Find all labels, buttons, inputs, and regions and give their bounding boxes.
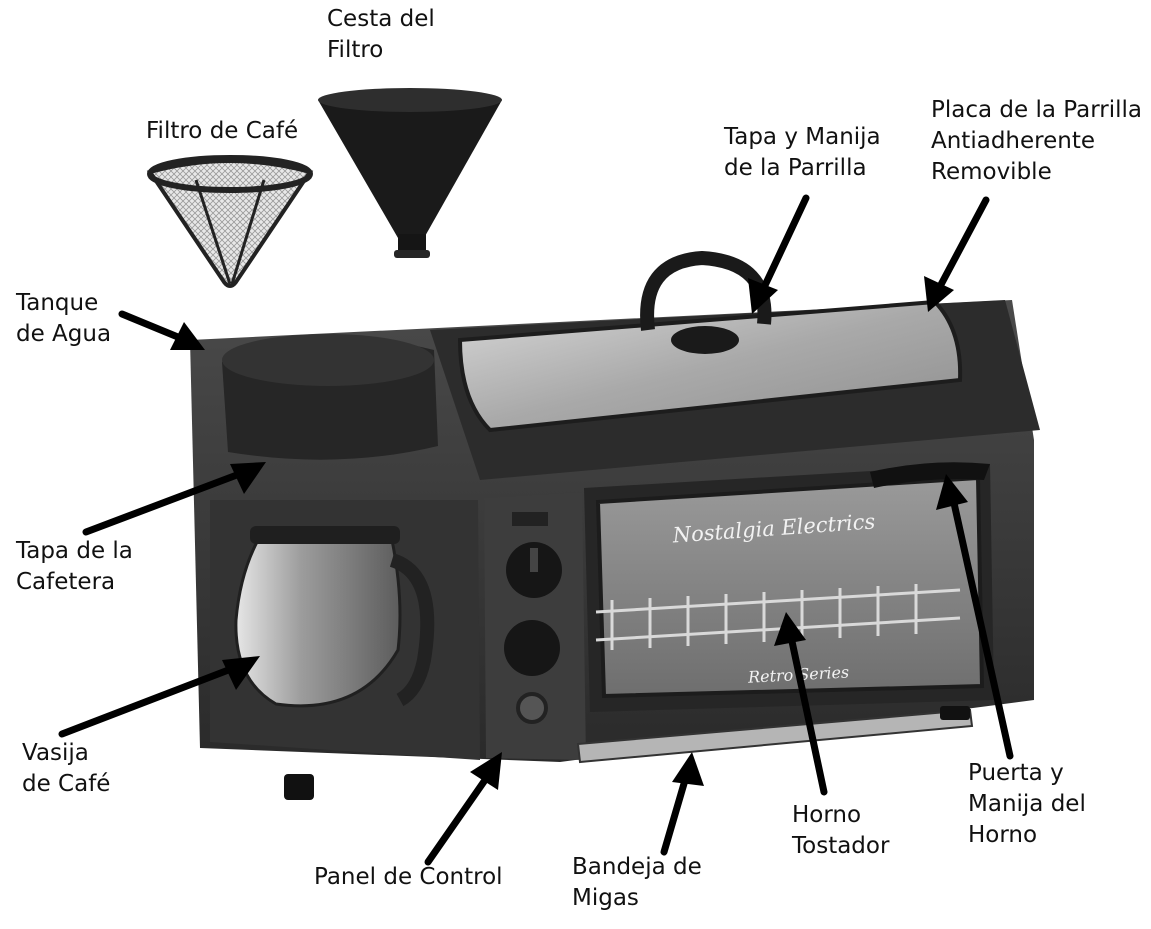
label-line: Horno (792, 802, 862, 828)
label-tanque-agua: Tanque de Agua (16, 288, 111, 350)
label-placa-parrilla: Placa de la Parrilla Antiadherente Remov… (931, 95, 1142, 188)
label-line: Tostador (792, 833, 890, 859)
label-line: Migas (572, 885, 639, 911)
arrow-bandeja-migas (660, 752, 704, 856)
label-line: Horno (968, 822, 1038, 848)
coffee-filter (146, 155, 314, 288)
label-line: Removible (931, 159, 1052, 185)
label-line: de Agua (16, 321, 112, 347)
label-filtro-cafe: Filtro de Café (146, 116, 298, 147)
label-vasija-cafe: Vasija de Café (22, 738, 110, 800)
label-tapa-cafetera: Tapa de la Cafetera (16, 536, 133, 598)
arrow-tapa-parrilla (748, 194, 810, 314)
arrow-puerta-horno (936, 474, 1014, 760)
label-line: Filtro (327, 37, 384, 63)
label-line: Bandeja de (572, 854, 702, 880)
label-line: de la Parrilla (724, 155, 867, 181)
label-panel-control: Panel de Control (314, 862, 503, 893)
label-cesta-filtro: Cesta del Filtro (327, 4, 435, 66)
label-line: Placa de la Parrilla (931, 97, 1142, 123)
label-line: Puerta y (968, 760, 1064, 786)
label-line: Manija del (968, 791, 1086, 817)
label-line: Cesta del (327, 6, 435, 32)
label-line: de Café (22, 771, 111, 797)
label-tapa-parrilla: Tapa y Manija de la Parrilla (724, 122, 881, 184)
arrow-vasija-cafe (58, 656, 260, 738)
label-line: Filtro de Café (146, 118, 299, 144)
label-line: Antiadherente (931, 128, 1095, 154)
label-puerta-horno: Puerta y Manija del Horno (968, 758, 1086, 851)
filter-basket (318, 88, 502, 258)
arrow-tapa-cafetera (82, 462, 266, 536)
breakfast-station (190, 250, 1040, 800)
arrow-tanque-agua (118, 310, 205, 350)
label-horno-tostador: Horno Tostador (792, 800, 889, 862)
label-line: Cafetera (16, 569, 116, 595)
label-line: Vasija (22, 740, 89, 766)
pointer-arrows (58, 194, 1014, 866)
label-bandeja-migas: Bandeja de Migas (572, 852, 702, 914)
arrow-panel-control (424, 752, 502, 866)
label-line: Panel de Control (314, 864, 503, 890)
arrow-horno-tostador (774, 612, 828, 796)
label-line: Tapa de la (16, 538, 133, 564)
label-line: Tapa y Manija (724, 124, 881, 150)
label-line: Tanque (16, 290, 99, 316)
arrow-placa-parrilla (924, 196, 990, 312)
